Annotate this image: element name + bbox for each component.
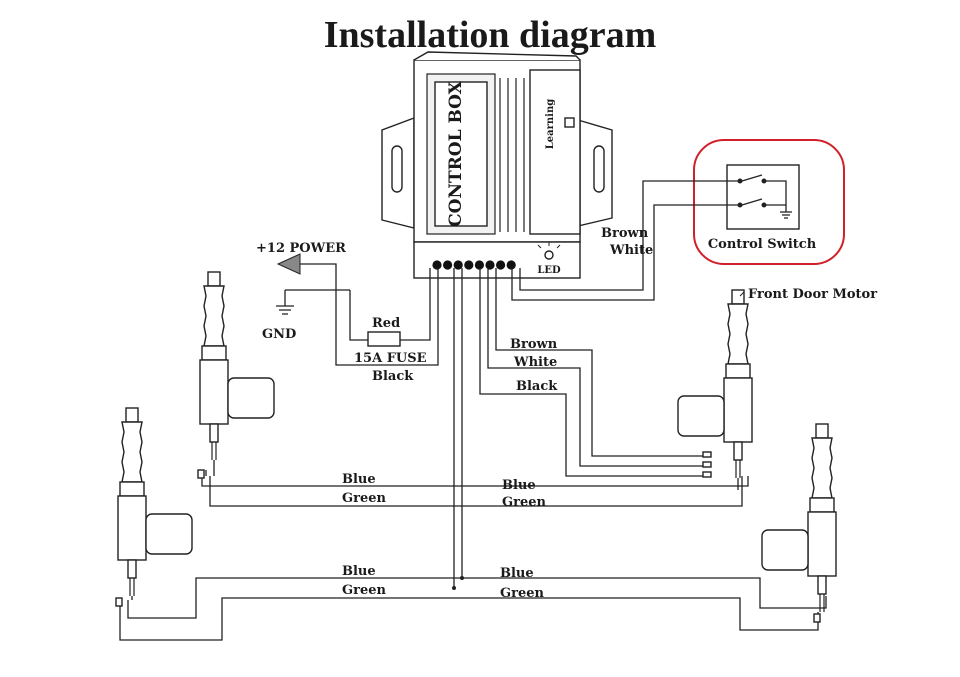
control-switch-highlight <box>693 139 845 265</box>
front-black-label: Black <box>516 379 558 394</box>
gnd-label: GND <box>262 327 296 342</box>
connector-pin <box>464 260 474 270</box>
plus12-power-label: +12 POWER <box>256 241 346 256</box>
bus-wire-green-front <box>209 476 743 507</box>
bus-green-label-left: Green <box>342 491 386 506</box>
rear-right-motor-icon <box>761 423 837 613</box>
rear-green-label-left: Green <box>342 583 386 598</box>
fuse-black-label: Black <box>372 369 414 384</box>
led-label: LED <box>537 265 561 276</box>
connector-pin <box>496 260 506 270</box>
harness-wires: Brown White Black Blue Green Blue Green … <box>119 268 827 641</box>
switch-blade <box>741 198 763 206</box>
connector-icon <box>702 451 712 458</box>
power-wire-black <box>300 263 439 366</box>
switch-wire-white <box>511 204 740 301</box>
junction-dot <box>452 586 456 590</box>
rear-blue-label-right: Blue <box>500 566 534 581</box>
connector-pin <box>474 260 484 270</box>
fuse-wire-in <box>349 290 368 341</box>
connector-icon <box>702 471 712 478</box>
bus-wire-blue-front <box>201 476 749 487</box>
switch-wire-brown <box>519 180 740 291</box>
front-door-motor-label: Front Door Motor <box>748 287 877 302</box>
connector-pin <box>443 260 453 270</box>
control-switch-box <box>726 164 800 230</box>
connector-icon <box>702 461 712 468</box>
connector-pin <box>506 260 516 270</box>
rl-motor-leads <box>205 460 215 476</box>
bus-wire-blue-rear <box>127 577 827 619</box>
switch-ground-icon <box>780 211 792 219</box>
fuse-icon <box>367 331 401 347</box>
control-box-label: CONTROL BOX <box>446 80 466 227</box>
learning-button <box>564 117 575 128</box>
front-brown-label: Brown <box>510 337 558 352</box>
fuse-rating-label: 15A FUSE <box>354 351 427 366</box>
fuse-wire-out <box>400 268 431 341</box>
connector-icon <box>115 597 123 607</box>
connector-pin <box>485 260 495 270</box>
connector-pin <box>453 260 463 270</box>
rear-left-motor-icon <box>199 271 275 461</box>
switch-common-wire <box>764 180 787 212</box>
led-icon <box>544 250 554 260</box>
connector-pin <box>432 260 442 270</box>
mount-slot-left <box>391 145 403 193</box>
switch-blade <box>741 174 763 182</box>
connector-icon <box>197 469 205 479</box>
switch-white-label: White <box>609 243 653 258</box>
control-switch-label: Control Switch <box>708 237 817 252</box>
power-section: +12 POWER GND Red 15A FUSE Black <box>256 241 439 384</box>
bus-wire-green-rear <box>119 597 819 641</box>
ground-icon <box>276 305 294 315</box>
front-motor-leader <box>739 291 745 297</box>
diagram-title: Installation diagram <box>324 14 657 56</box>
front-motor-wire-black <box>479 268 705 477</box>
learning-label: Learning <box>545 99 556 149</box>
rear-blue-label-left: Blue <box>342 564 376 579</box>
connector-pins <box>432 260 516 270</box>
rear-green-label-right: Green <box>500 586 544 601</box>
control-switch: Control Switch Brown White <box>511 139 845 301</box>
control-box-top-edge <box>413 51 581 61</box>
control-box: CONTROL BOX Learning LED <box>381 51 613 279</box>
bus-green-label-right: Green <box>502 495 546 510</box>
power-arrow-icon <box>276 253 301 275</box>
bus-blue-label-right: Blue <box>502 478 536 493</box>
bus-blue-label-left: Blue <box>342 472 376 487</box>
mount-slot-right <box>593 145 605 193</box>
front-motor-wire-white <box>487 268 705 467</box>
led-rays <box>537 242 561 249</box>
control-box-side-panel <box>529 69 581 235</box>
connector-strip <box>413 241 581 279</box>
front-motor-wire-brown <box>495 268 705 457</box>
front-white-label: White <box>513 355 557 370</box>
switch-brown-label: Brown <box>601 226 649 241</box>
connector-icon <box>813 613 821 623</box>
front-door-motor-icon <box>677 289 753 479</box>
front-left-motor-icon <box>117 407 193 597</box>
control-box-label-frame <box>434 81 488 227</box>
fuse-red-label: Red <box>372 316 400 331</box>
